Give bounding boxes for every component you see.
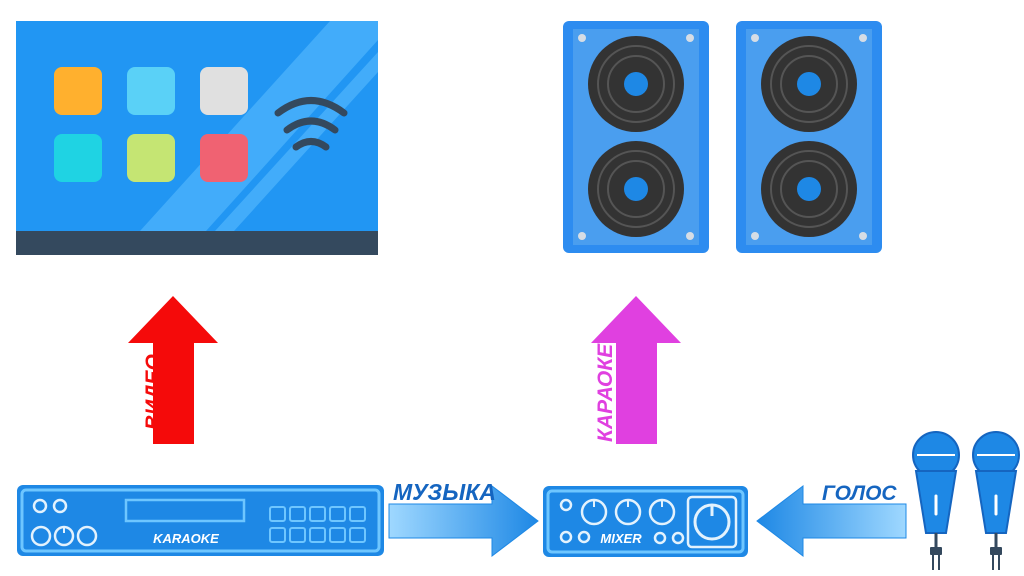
wifi-icon [274,97,348,151]
video-label: ВИДЕО [142,354,165,430]
video-arrow [128,296,218,444]
karaoke-device [17,485,384,556]
microphone-icon [912,431,1020,570]
smart-tv-icon [16,21,378,255]
speaker-left [563,21,709,253]
speaker-icon [563,21,882,253]
voice-arrow [756,484,907,558]
speaker-right [736,21,882,253]
karaoke-arrow [591,296,681,444]
mixer-device [543,486,748,557]
karaoke-device-label: KARAOKE [153,531,219,546]
music-label: МУЗЫКА [393,479,496,505]
voice-label: ГОЛОС [822,482,897,505]
mixer-device-label: MIXER [600,531,642,546]
music-arrow [388,484,539,558]
karaoke-label: КАРАОКЕ [594,343,617,442]
